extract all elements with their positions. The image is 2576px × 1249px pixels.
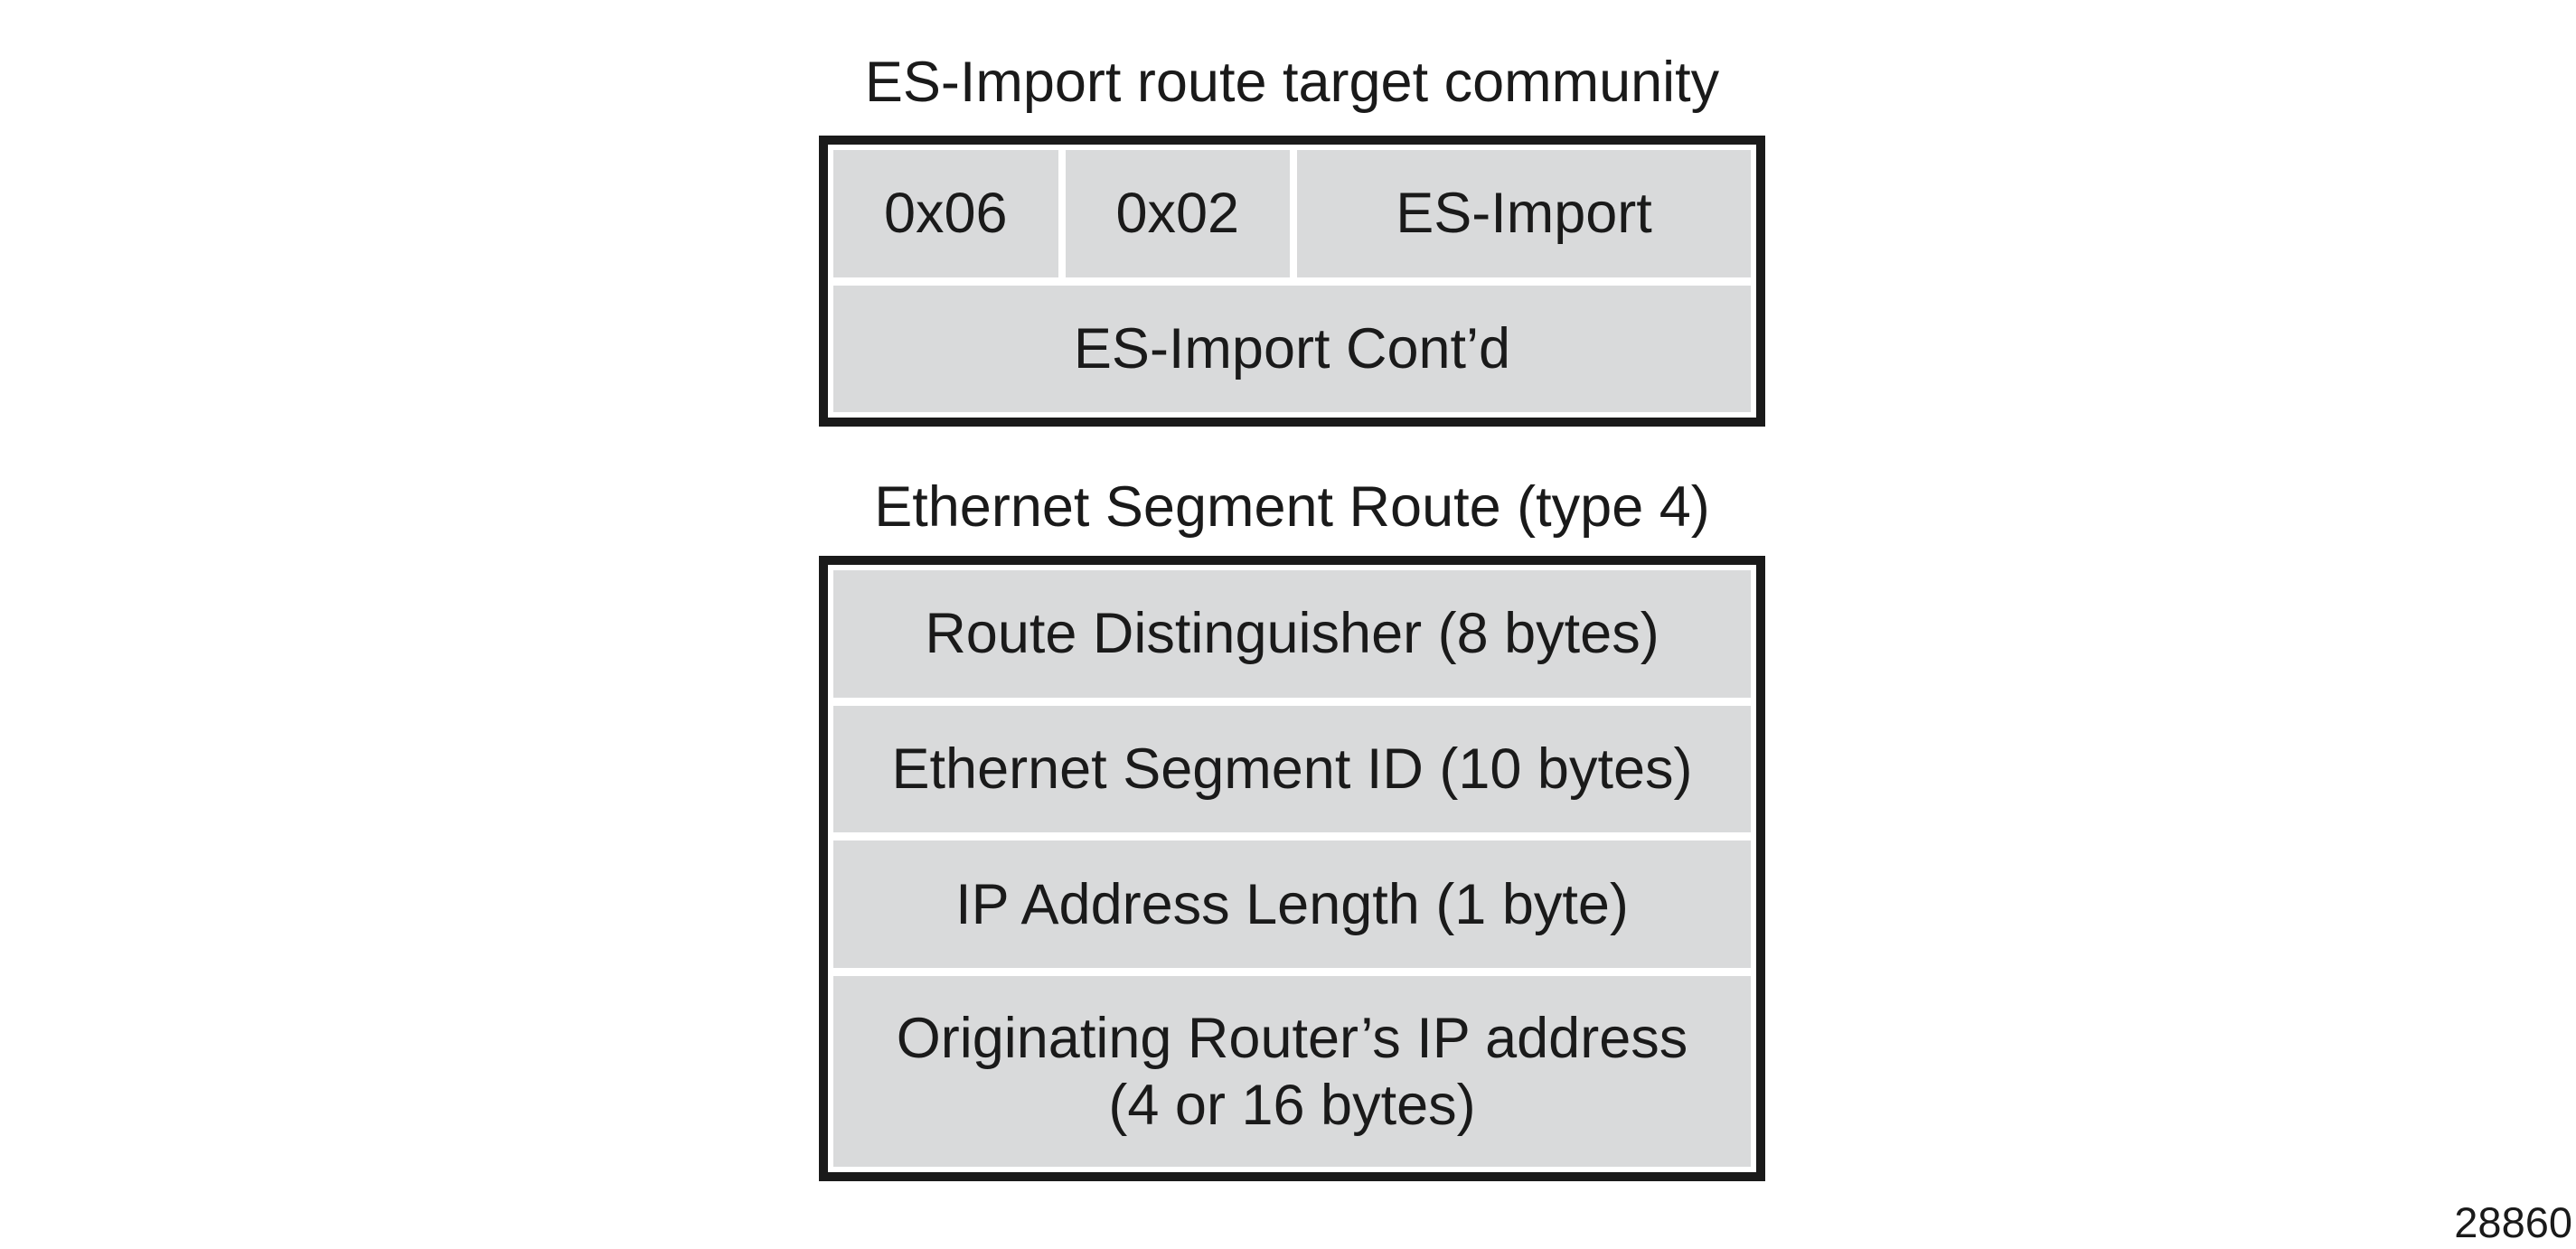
- es-import-community-box: 0x06 0x02 ES-Import ES-Import Cont’d: [819, 136, 1765, 427]
- field-ethernet-segment-id: Ethernet Segment ID (10 bytes): [833, 705, 1751, 833]
- field-subtype-0x02: 0x02: [1065, 150, 1290, 277]
- field-type-0x06: 0x06: [833, 150, 1058, 277]
- ethernet-segment-route-box: Route Distinguisher (8 bytes) Ethernet S…: [819, 556, 1765, 1181]
- ethernet-segment-route-title: Ethernet Segment Route (type 4): [874, 475, 1710, 539]
- field-originating-router-ip-line1: Originating Router’s IP address: [896, 1006, 1688, 1070]
- es-route-row-3: IP Address Length (1 byte): [833, 840, 1751, 969]
- field-route-distinguisher: Route Distinguisher (8 bytes): [833, 570, 1751, 698]
- es-import-community-title: ES-Import route target community: [864, 51, 1720, 114]
- es-import-community-diagram: ES-Import route target community 0x06 0x…: [819, 52, 1765, 427]
- es-import-row-2: ES-Import Cont’d: [833, 285, 1751, 412]
- es-route-row-1: Route Distinguisher (8 bytes): [833, 570, 1751, 698]
- field-ip-address-length: IP Address Length (1 byte): [833, 840, 1751, 969]
- figure-number: 28860: [2454, 1198, 2572, 1246]
- es-route-row-2: Ethernet Segment ID (10 bytes): [833, 705, 1751, 833]
- field-es-import: ES-Import: [1297, 150, 1751, 277]
- ethernet-segment-route-diagram: Ethernet Segment Route (type 4) Route Di…: [819, 476, 1765, 1181]
- field-originating-router-ip-line2: (4 or 16 bytes): [1108, 1073, 1476, 1137]
- es-route-row-4: Originating Router’s IP address (4 or 16…: [833, 976, 1751, 1168]
- field-originating-router-ip: Originating Router’s IP address (4 or 16…: [833, 976, 1751, 1168]
- field-es-import-contd: ES-Import Cont’d: [833, 285, 1751, 412]
- es-import-row-1: 0x06 0x02 ES-Import: [833, 150, 1751, 277]
